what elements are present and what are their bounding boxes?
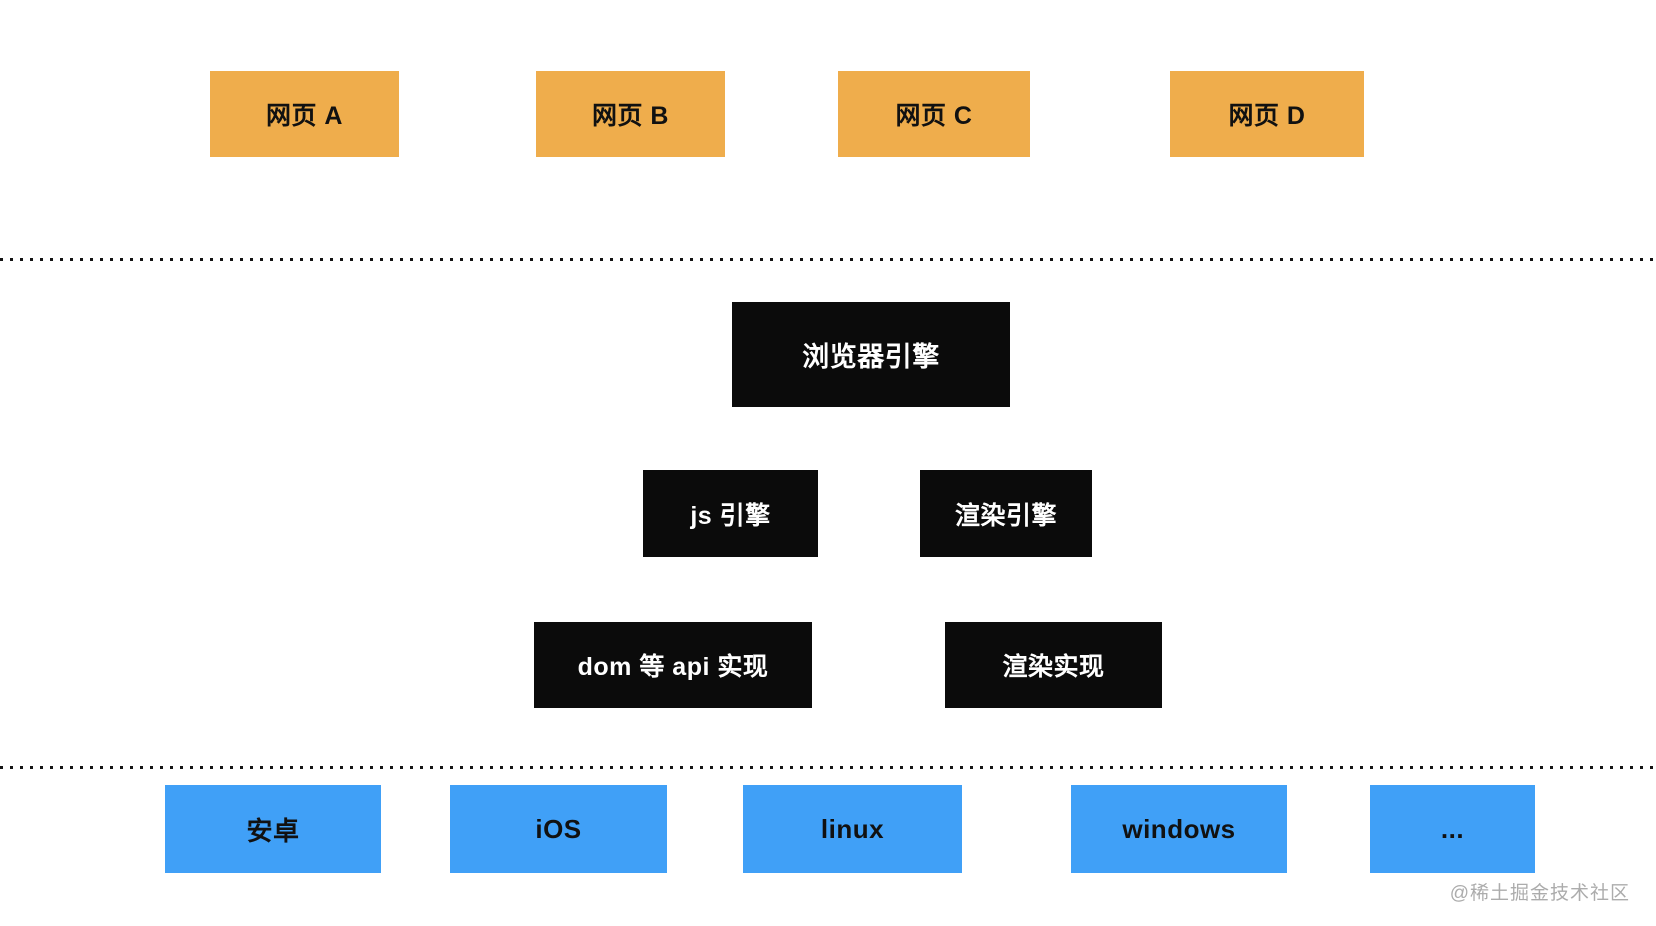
webpage-box-a: 网页 A: [210, 71, 399, 157]
separator-top-dotted-line: [0, 258, 1656, 261]
separator-bottom-dotted-line: [0, 766, 1656, 769]
dom-api-implementation-box: dom 等 api 实现: [534, 622, 812, 708]
platform-box-linux: linux: [743, 785, 962, 873]
webpage-box-b: 网页 B: [536, 71, 725, 157]
browser-engine-box: 浏览器引擎: [732, 302, 1010, 407]
webpage-box-d: 网页 D: [1170, 71, 1364, 157]
platform-box-android: 安卓: [165, 785, 381, 873]
platform-box-windows: windows: [1071, 785, 1287, 873]
juejin-watermark: @稀土掘金技术社区: [1449, 883, 1630, 904]
render-implementation-box: 渲染实现: [945, 622, 1162, 708]
render-engine-box: 渲染引擎: [920, 470, 1092, 557]
js-engine-box: js 引擎: [643, 470, 818, 557]
webpage-box-c: 网页 C: [838, 71, 1030, 157]
platform-box-ios: iOS: [450, 785, 667, 873]
platform-box-more: ...: [1370, 785, 1535, 873]
